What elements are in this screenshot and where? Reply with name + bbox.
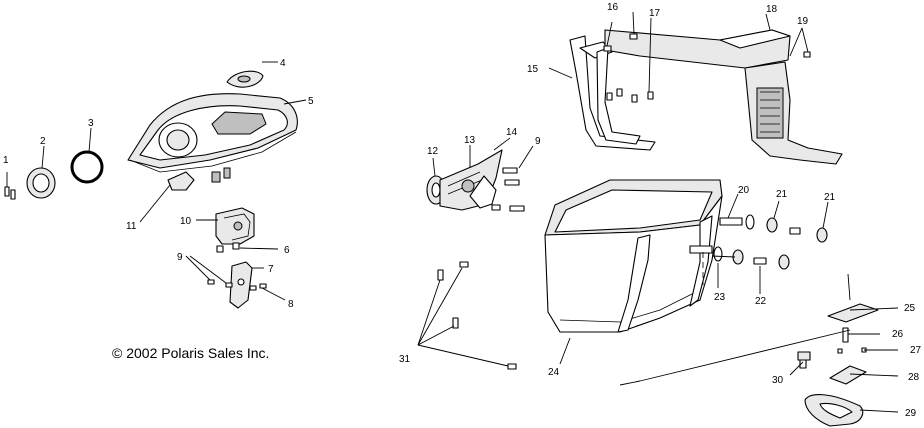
- callout-20: 20: [738, 185, 750, 196]
- callout-9-mid: 9: [535, 136, 541, 147]
- callout-23: 23: [714, 292, 726, 303]
- callout-1: 1: [3, 155, 9, 166]
- callout-28: 28: [908, 372, 920, 383]
- callout-21-right: 21: [824, 192, 836, 203]
- callout-18: 18: [766, 4, 778, 15]
- part-24-saddlebag: [544, 179, 723, 333]
- callout-16: 16: [607, 2, 619, 13]
- callout-2: 2: [40, 136, 46, 147]
- part-15-rack-frame: [569, 35, 656, 151]
- callout-12: 12: [427, 146, 439, 157]
- callout-9-left: 9: [177, 252, 183, 263]
- part-31-screws: [437, 261, 517, 370]
- part-9-bolts: [491, 167, 525, 212]
- part-29-handle: [804, 394, 864, 427]
- callout-17: 17: [649, 8, 661, 19]
- part-28-clip: [829, 365, 867, 385]
- part-7-bracket: [229, 261, 253, 309]
- callout-13: 13: [464, 135, 476, 146]
- callout-25: 25: [904, 303, 916, 314]
- part-10-latch-block: [215, 207, 255, 245]
- callout-27: 27: [910, 345, 922, 356]
- part-19-bracket: [744, 61, 843, 165]
- part-2-cap: [26, 167, 56, 199]
- callout-26: 26: [892, 329, 904, 340]
- callout-21-top: 21: [776, 189, 788, 200]
- part-25-latch-plate: [827, 303, 879, 323]
- callout-15: 15: [527, 64, 539, 75]
- part-11-filler-neck: [167, 167, 231, 191]
- callout-4: 4: [280, 58, 286, 69]
- guide-lines: [619, 252, 851, 386]
- callout-11: 11: [126, 221, 137, 232]
- callout-10: 10: [180, 216, 192, 227]
- part-6-screws: [216, 242, 240, 253]
- leader-lines: [6, 11, 899, 413]
- part-5-tank-cover: [127, 93, 298, 173]
- copyright-text: © 2002 Polaris Sales Inc.: [112, 345, 270, 361]
- part-30-knob: [797, 351, 811, 369]
- part-4-badge: [226, 70, 264, 88]
- callout-22: 22: [755, 296, 767, 307]
- callout-3: 3: [88, 118, 94, 129]
- callout-30: 30: [772, 375, 784, 386]
- callout-14: 14: [506, 127, 518, 138]
- part-18-rack-bar: [604, 29, 791, 69]
- part-8-9-hardware: [207, 279, 267, 291]
- callout-labels: 1 2 3 4 5 6 7 8 9 10 11 12 13 14 9 15 16…: [3, 2, 922, 419]
- part-3-o-ring: [70, 150, 104, 184]
- callout-24: 24: [548, 367, 560, 378]
- callout-7: 7: [268, 264, 274, 275]
- callout-8: 8: [288, 299, 294, 310]
- callout-19: 19: [797, 16, 809, 27]
- part-16-17-fasteners: [603, 33, 811, 103]
- callout-29: 29: [905, 408, 917, 419]
- part-1-screws: [4, 186, 16, 200]
- callout-6: 6: [284, 245, 290, 256]
- callout-5: 5: [308, 96, 314, 107]
- part-14-pivot-arm: [469, 175, 497, 209]
- part-20-23-hinge-hardware: [689, 214, 828, 270]
- callout-31: 31: [399, 354, 411, 365]
